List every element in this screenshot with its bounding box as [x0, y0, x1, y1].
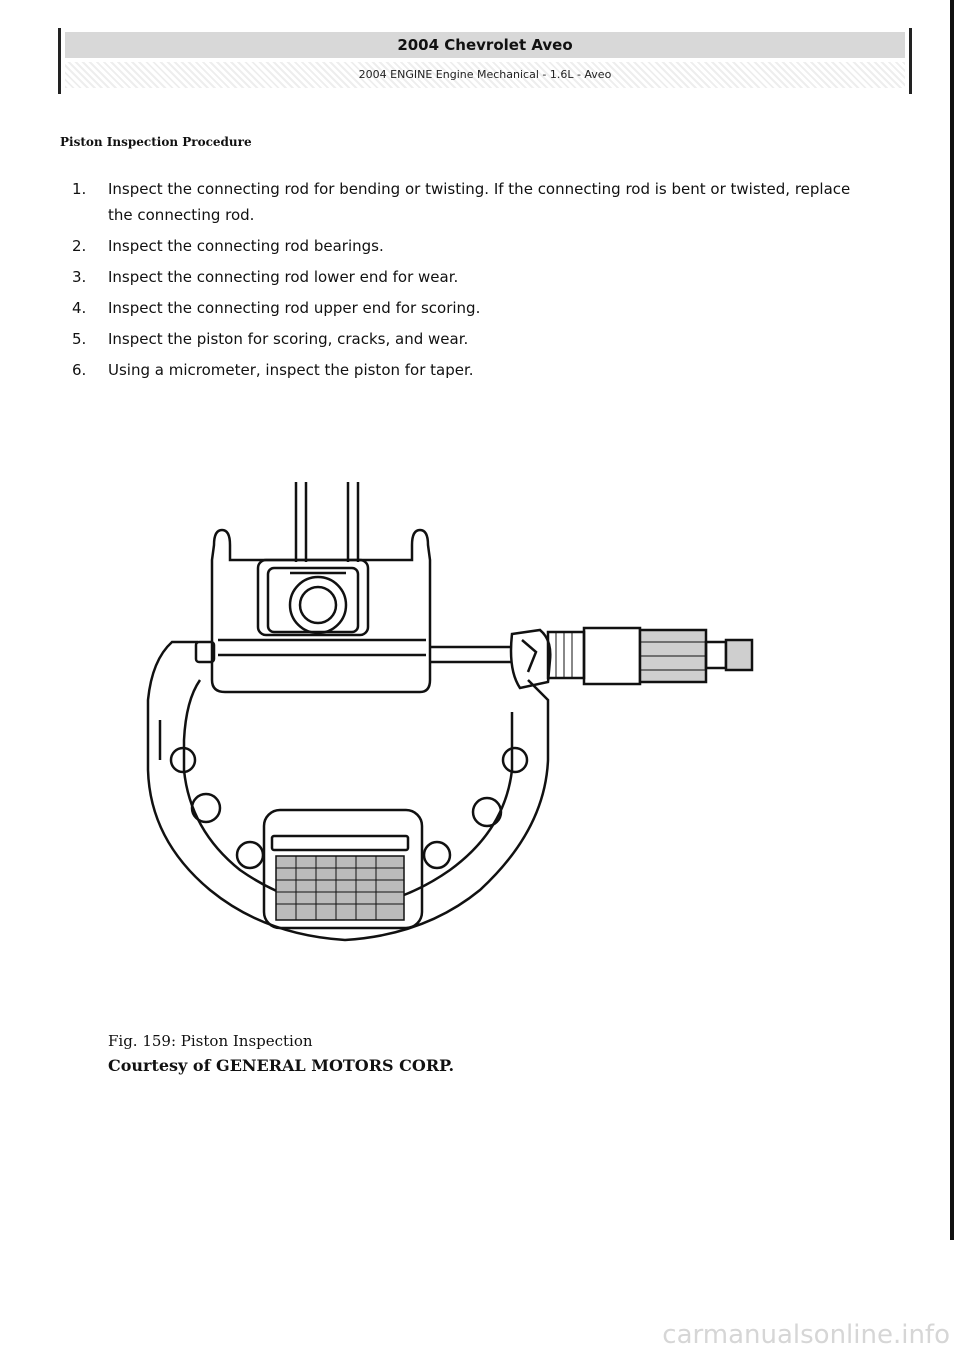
- step-item: 6. Using a micrometer, inspect the piston…: [72, 357, 872, 383]
- procedure-steps: 1. Inspect the connecting rod for bending…: [72, 176, 872, 388]
- figure-credit: Courtesy of GENERAL MOTORS CORP.: [108, 1056, 455, 1075]
- step-number: 2.: [72, 237, 87, 255]
- section-title: Piston Inspection Procedure: [60, 135, 252, 149]
- step-item: 4. Inspect the connecting rod upper end f…: [72, 295, 872, 321]
- step-item: 3. Inspect the connecting rod lower end f…: [72, 264, 872, 290]
- watermark: carmanualsonline.info: [662, 1320, 950, 1350]
- figure-caption: Fig. 159: Piston Inspection: [108, 1032, 313, 1050]
- step-text: Inspect the connecting rod upper end for…: [108, 299, 481, 317]
- step-text: Using a micrometer, inspect the piston f…: [108, 361, 474, 379]
- page-edge-rule: [950, 0, 954, 1240]
- step-text: Inspect the connecting rod lower end for…: [108, 268, 459, 286]
- step-item: 2. Inspect the connecting rod bearings.: [72, 233, 872, 259]
- step-item: 1. Inspect the connecting rod for bending…: [72, 176, 872, 228]
- step-number: 1.: [72, 180, 87, 198]
- step-text: Inspect the connecting rod bearings.: [108, 237, 384, 255]
- piston-drawing: [210, 528, 432, 694]
- connecting-rod-drawing: [294, 482, 360, 562]
- step-item: 5. Inspect the piston for scoring, cracks…: [72, 326, 872, 352]
- step-number: 3.: [72, 268, 87, 286]
- step-number: 6.: [72, 361, 87, 379]
- step-text: Inspect the connecting rod for bending o…: [108, 180, 851, 224]
- micrometer-display-drawing: [262, 808, 424, 930]
- page-header: 2004 Chevrolet Aveo 2004 ENGINE Engine M…: [58, 28, 912, 94]
- document-subtitle: 2004 ENGINE Engine Mechanical - 1.6L - A…: [65, 62, 905, 88]
- micrometer-spindle-drawing: [430, 626, 754, 690]
- step-text: Inspect the piston for scoring, cracks, …: [108, 330, 469, 348]
- micrometer-piston-illustration: [146, 482, 754, 942]
- document-title: 2004 Chevrolet Aveo: [65, 32, 905, 58]
- step-number: 4.: [72, 299, 87, 317]
- step-number: 5.: [72, 330, 87, 348]
